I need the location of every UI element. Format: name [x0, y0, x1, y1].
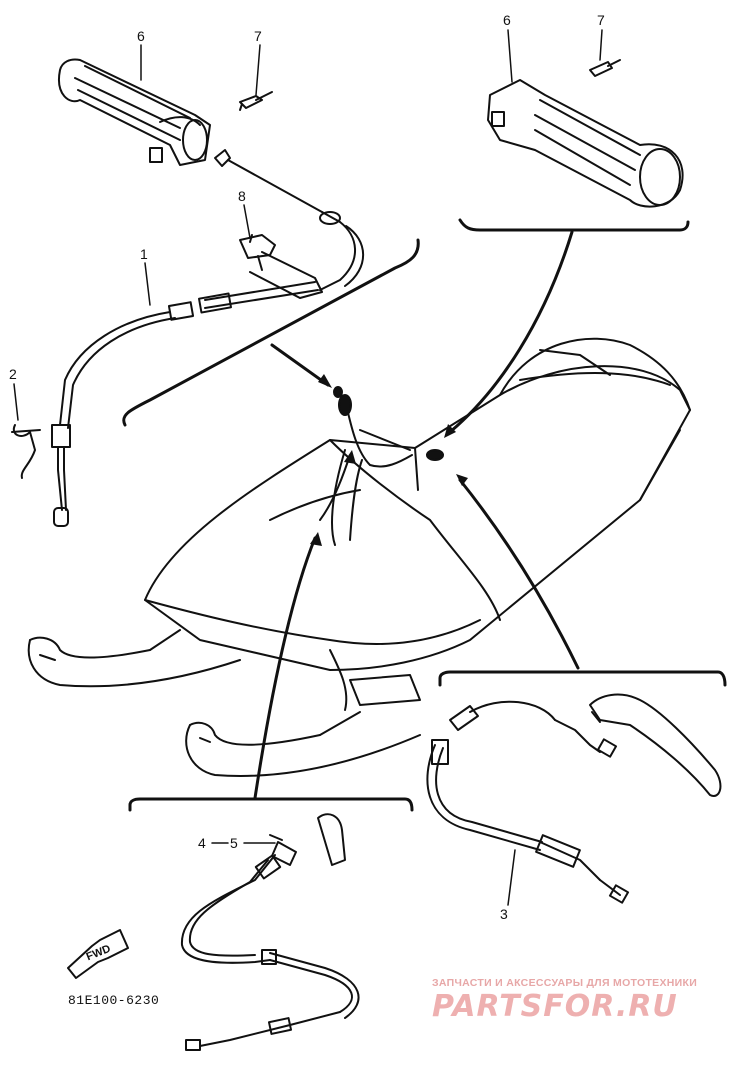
leader-bottom-right	[458, 478, 580, 670]
callout-1: 1	[140, 246, 148, 262]
leader-3	[507, 849, 516, 906]
leader-right-group	[448, 230, 574, 434]
callout-7-left: 7	[254, 28, 262, 44]
callout-6-right: 6	[503, 12, 511, 28]
screw-left-icon	[239, 91, 273, 111]
snowmobile-body	[144, 337, 691, 711]
grip-left-icon	[58, 58, 211, 166]
clip-8-icon	[239, 234, 323, 299]
callout-4: 4	[198, 835, 206, 851]
cable-4-5-icon	[180, 813, 360, 1051]
callout-2: 2	[9, 366, 17, 382]
brake-assembly-icon	[426, 693, 722, 904]
clip-2-icon	[11, 424, 41, 479]
right-ski	[185, 711, 421, 777]
diagram-code: 81E100-6230	[68, 993, 160, 1008]
leader-8	[243, 204, 251, 239]
callout-3: 3	[500, 906, 508, 922]
leader-7-left	[255, 44, 261, 96]
group-boundary-right	[458, 218, 690, 232]
group-boundary-bottom-right	[438, 670, 727, 687]
leader-left-group	[270, 343, 330, 387]
group-boundary-left	[122, 238, 420, 427]
handlebar-assembly	[333, 386, 444, 468]
leader-bottom-left	[253, 536, 317, 800]
callout-8: 8	[238, 188, 246, 204]
arrow-heads	[310, 374, 468, 546]
screw-right-icon	[589, 59, 621, 77]
callout-7-right: 7	[597, 12, 605, 28]
fwd-arrow-icon	[67, 929, 129, 979]
watermark-brand: PARTSFOR.RU	[432, 989, 678, 1024]
leader-1	[144, 262, 151, 306]
callout-6-left: 6	[137, 28, 145, 44]
leader-center-2	[349, 459, 363, 541]
grip-right-icon	[487, 79, 684, 208]
callout-5: 5	[230, 835, 238, 851]
throttle-cable-upper	[214, 149, 365, 291]
leader-2	[13, 383, 19, 421]
group-boundary-bottom-left	[128, 797, 414, 812]
watermark-tagline: ЗАПЧАСТИ И АКСЕССУАРЫ ДЛЯ МОТОТЕХНИКИ	[432, 977, 698, 989]
cable-1-icon	[51, 281, 319, 527]
left-ski	[27, 629, 241, 688]
leader-6-right	[507, 29, 513, 83]
leader-7-right	[599, 29, 603, 61]
